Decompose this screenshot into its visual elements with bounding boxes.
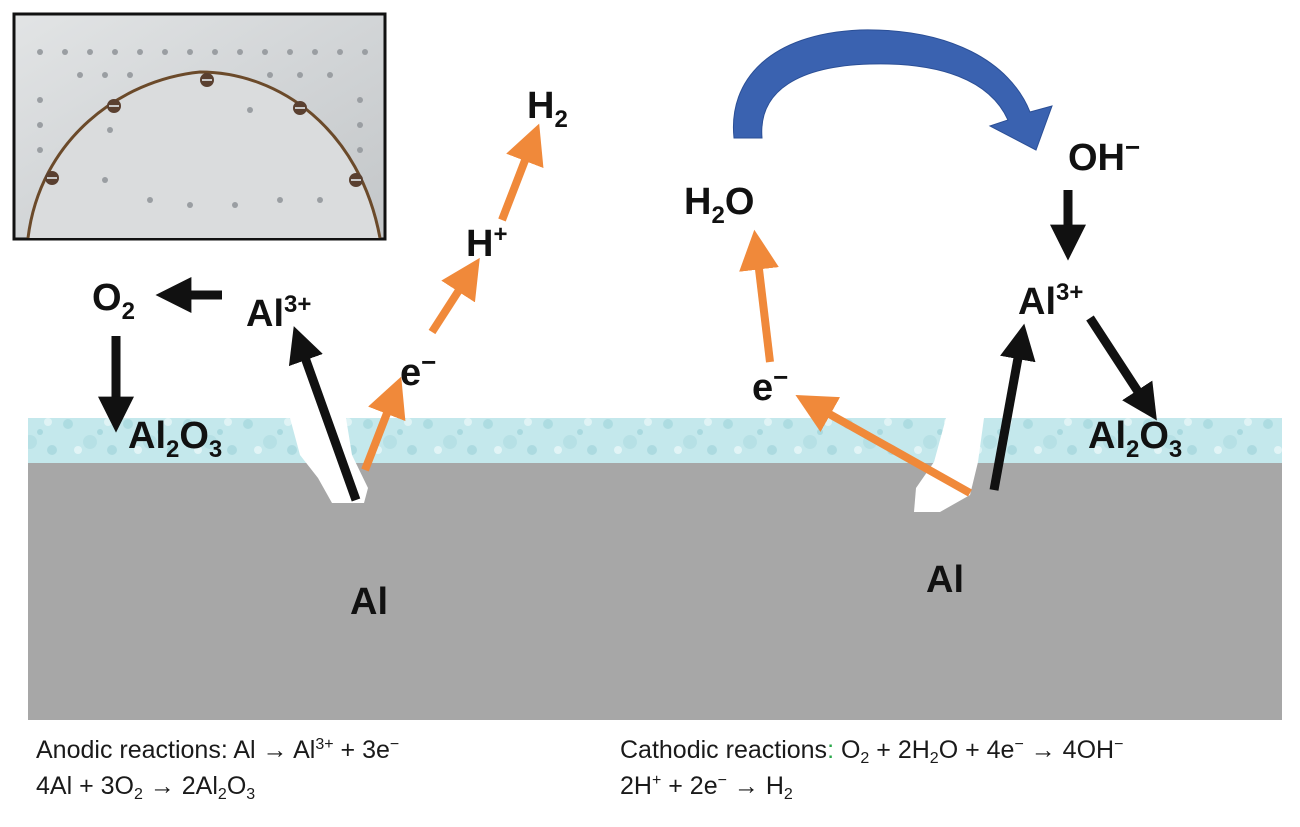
label-electron-right: e− (752, 362, 788, 409)
label-oh-minus: OH− (1068, 132, 1140, 179)
cathodic-eq2-part2: + 2e (661, 772, 718, 800)
cathodic-eq1-sub2: 2 (929, 750, 939, 767)
anodic-caption: Anodic reactions: Al → Al3+ + 3e− 4Al + … (36, 732, 399, 804)
label-al2o3-right: Al2O3 (1088, 415, 1182, 463)
cathodic-eq1-sup3: − (1014, 736, 1024, 753)
cathodic-eq2-part3: → H (726, 772, 784, 800)
label-al2o3-left: Al2O3 (128, 415, 222, 463)
arrow-pit-to-electron-left (361, 376, 406, 472)
cathodic-eq1-part3: O + 4e (938, 736, 1015, 764)
label-al-right: Al (926, 559, 964, 601)
label-al-left: Al (350, 581, 388, 623)
arrow-hplus-to-h2 (498, 123, 544, 222)
cathodic-eq1-line: Cathodic reactions: O2 + 2H2O + 4e− → 4O… (620, 732, 1123, 768)
cathodic-eq1-part2: + 2H (869, 736, 930, 764)
cathodic-caption: Cathodic reactions: O2 + 2H2O + 4e− → 4O… (620, 732, 1123, 804)
cathodic-eq2-part1: 2H (620, 772, 652, 800)
cathodic-eq1-part1: O (840, 736, 861, 764)
curved-cycle-arrow-icon (732, 29, 1053, 151)
cathodic-eq2-sup1: + (651, 772, 662, 789)
anodic-title: Anodic reactions: (36, 736, 234, 764)
anodic-eq1-sup2: − (389, 736, 400, 753)
oxide-layer (28, 418, 1282, 464)
label-o2: O2 (92, 277, 135, 325)
corroded-panel-photo-icon (12, 12, 387, 241)
label-al3-right: Al3+ (1018, 279, 1083, 323)
cathodic-eq2-line: 2H+ + 2e− → H2 (620, 768, 1123, 804)
cathodic-eq1-part4: → 4OH (1023, 736, 1115, 764)
arrow-pit-to-electron-right (795, 394, 972, 497)
anodic-eq1-line: Anodic reactions: Al → Al3+ + 3e− (36, 732, 399, 768)
anodic-eq2-line: 4Al + 3O2 → 2Al2O3 (36, 768, 399, 804)
anodic-eq1-part2: + 3e (333, 736, 390, 764)
arrow-pit-to-al3-left (288, 326, 361, 502)
arrow-electron-to-hplus (428, 257, 480, 335)
cathodic-colon: : (827, 736, 841, 764)
anodic-eq1-part: Al → Al (233, 736, 316, 764)
label-h2: H2 (527, 85, 568, 133)
anodic-eq2-sub2: 2 (217, 786, 227, 803)
cathodic-eq2-sup2: − (717, 772, 727, 789)
cathodic-eq2-sub3: 2 (783, 786, 793, 803)
cathodic-title: Cathodic reactions (620, 736, 828, 764)
anodic-eq2-sub1: 2 (133, 786, 143, 803)
anodic-eq1-sup: 3+ (315, 736, 334, 753)
arrow-al3-to-al2o3 (1086, 315, 1157, 421)
anodic-eq2-part3: O (226, 772, 247, 800)
label-electron-left: e− (400, 347, 436, 394)
arrow-electron-to-h2o (739, 229, 779, 363)
cathodic-eq1-sub1: 2 (860, 750, 870, 767)
anodic-eq2-sub3: 3 (246, 786, 256, 803)
cathodic-eq1-sup4: − (1114, 736, 1124, 753)
anodic-eq2-part1: 4Al + 3O (36, 772, 134, 800)
label-h2o: H2O (684, 181, 754, 229)
label-h-plus: H+ (466, 221, 507, 265)
aluminum-substrate (28, 463, 1282, 720)
anodic-eq2-part2: → 2Al (142, 772, 218, 800)
label-al3-left: Al3+ (246, 291, 311, 335)
arrow-pit-to-al3-right (989, 323, 1036, 491)
